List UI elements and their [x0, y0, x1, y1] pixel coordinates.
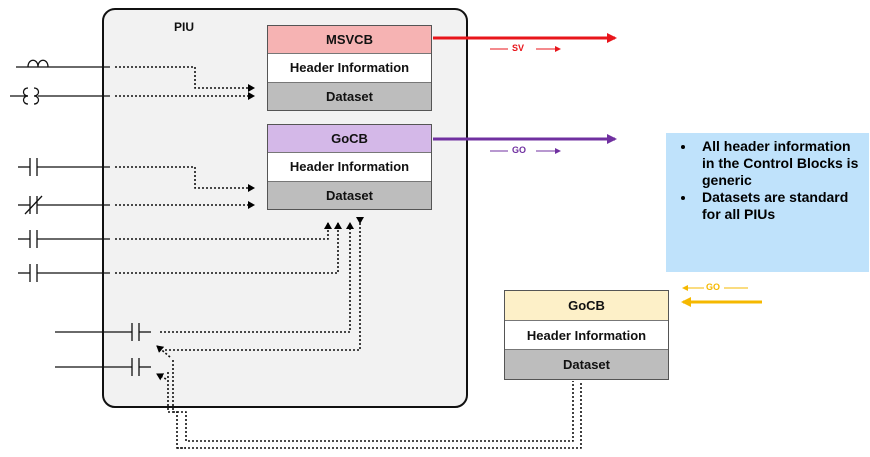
output-contact-icon [55, 323, 151, 341]
external-gocb-dataset: Dataset [505, 350, 668, 380]
voltage-transformer-icon [10, 87, 110, 105]
note-bullet: Datasets are standard for all PIUs [696, 189, 861, 223]
note-bullet: All header information in the Control Bl… [696, 138, 861, 189]
contact-icon [18, 158, 110, 176]
external-gocb-header-information: Header Information [505, 320, 668, 351]
piu-label: PIU [174, 20, 195, 34]
contact-icon [18, 264, 110, 282]
go-in-flow-label: GO [706, 282, 721, 292]
note-box: All header information in the Control Bl… [666, 133, 869, 272]
note-bullet-list: All header information in the Control Bl… [674, 138, 861, 223]
contact-icon [18, 230, 110, 248]
msvcb-control-block: MSVCB Header Information Dataset [267, 25, 432, 111]
contact-nc-icon [18, 195, 110, 215]
msvcb-header-information: Header Information [268, 54, 431, 83]
external-mapping-lines [167, 360, 582, 449]
msvcb-dataset: Dataset [268, 82, 431, 110]
output-contact-icon [55, 358, 151, 376]
external-gocb-title: GoCB [505, 291, 668, 321]
msvcb-title: MSVCB [268, 26, 431, 55]
gocb-title: GoCB [268, 125, 431, 154]
go-out-flow-label: GO [512, 145, 527, 155]
sv-flow-label: SV [512, 43, 525, 53]
gocb-header-information: Header Information [268, 153, 431, 182]
current-transformer-icon [16, 59, 110, 68]
gocb-dataset: Dataset [268, 181, 431, 209]
external-gocb-control-block: GoCB Header Information Dataset [504, 290, 669, 380]
gocb-control-block: GoCB Header Information Dataset [267, 124, 432, 210]
internal-mapping-lines [115, 66, 364, 381]
